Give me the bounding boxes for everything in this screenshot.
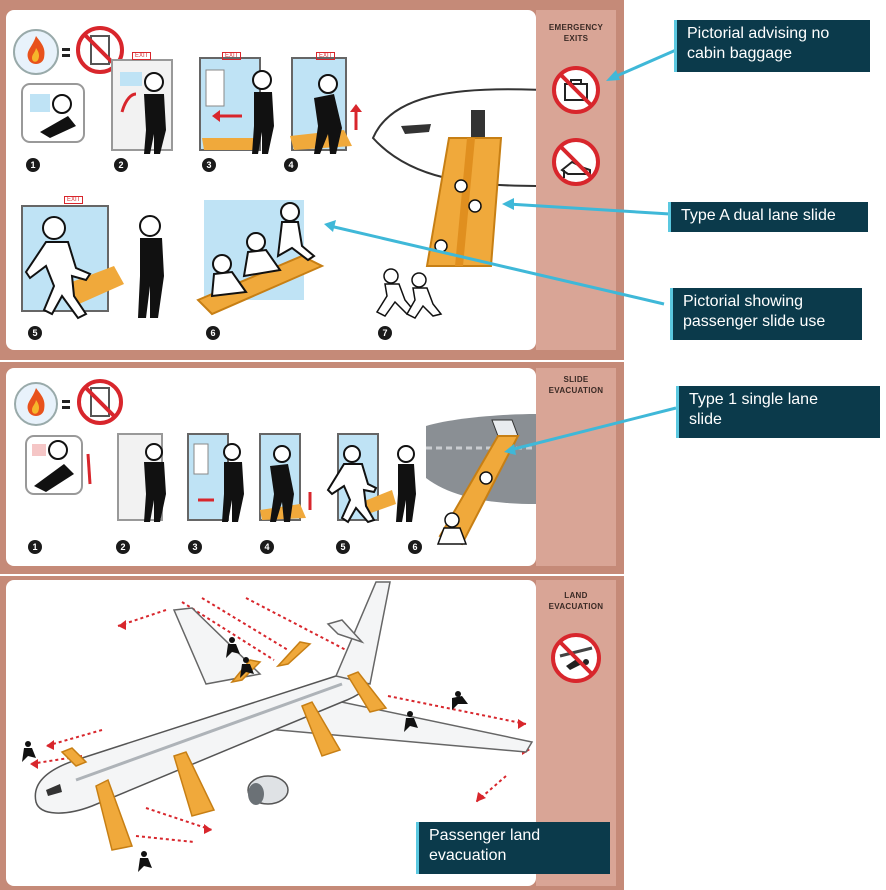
section-title: EMERGENCY EXITS — [536, 22, 616, 44]
step-number: 1 — [28, 540, 42, 554]
step-number: 4 — [284, 158, 298, 172]
step-2-picture — [117, 433, 166, 522]
step-3-picture — [187, 433, 244, 522]
callout-land-evacuation: Passenger land evacuation — [416, 822, 610, 874]
slide-evacuation-sidebar: SLIDE EVACUATION — [536, 368, 616, 566]
land-evacuation-panel — [6, 580, 536, 886]
callout-line: Pictorial showing — [683, 293, 804, 310]
callout-no-cabin-baggage: Pictorial advising no cabin baggage — [674, 20, 870, 72]
callout-line: Type A dual lane slide — [681, 207, 836, 224]
emergency-exits-panel: EXIT EXIT EXIT EXIT 1 2 3 4 5 6 7 — [6, 10, 536, 350]
callout-line: cabin baggage — [687, 45, 792, 62]
emergency-exits-sidebar: EMERGENCY EXITS — [536, 10, 616, 350]
step-1-picture — [25, 435, 92, 495]
callout-line: slide — [689, 411, 722, 428]
section-title-line: EXITS — [563, 34, 589, 43]
single-lane-slide-picture — [426, 414, 536, 546]
callout-passenger-slide-use: Pictorial showing passenger slide use — [670, 288, 862, 340]
no-slide-on-ground-icon — [551, 633, 601, 683]
section-title: SLIDE EVACUATION — [536, 374, 616, 396]
step-number: 6 — [206, 326, 220, 340]
step-5-picture — [21, 205, 164, 320]
no-high-heels-icon — [552, 138, 600, 186]
callout-line: Type 1 single lane — [689, 391, 818, 408]
step-number: 3 — [202, 158, 216, 172]
step-number: 2 — [114, 158, 128, 172]
step-3-picture — [199, 57, 274, 154]
dual-lane-slide-picture — [371, 88, 536, 319]
section-title-line: SLIDE — [563, 375, 589, 384]
section-title: LAND EVACUATION — [536, 590, 616, 612]
section-title-line: LAND — [564, 591, 588, 600]
step-number: 5 — [336, 540, 350, 554]
land-evacuation-card: LAND EVACUATION — [0, 576, 624, 890]
step-6-picture — [196, 200, 325, 316]
fire-equals-no-exit-icon — [14, 379, 123, 426]
exit-sign: EXIT — [222, 52, 242, 60]
step-1-picture — [21, 83, 85, 143]
callout-dual-lane-slide: Type A dual lane slide — [668, 202, 868, 232]
step-number: 2 — [116, 540, 130, 554]
land-evacuation-airplane-picture — [22, 581, 534, 872]
step-number: 5 — [28, 326, 42, 340]
step-5-picture — [326, 433, 416, 524]
step-number: 7 — [378, 326, 392, 340]
step-2-picture — [111, 59, 173, 154]
emergency-exits-card: EXIT EXIT EXIT EXIT 1 2 3 4 5 6 7 EMERGE… — [0, 0, 624, 360]
callout-line: Pictorial advising no — [687, 25, 830, 42]
step-number: 6 — [408, 540, 422, 554]
section-title-line: EMERGENCY — [548, 23, 604, 32]
section-title-line: EVACUATION — [548, 602, 604, 611]
step-number: 3 — [188, 540, 202, 554]
callout-line: evacuation — [429, 847, 507, 864]
exit-sign: EXIT — [316, 52, 336, 60]
section-title-line: EVACUATION — [548, 386, 604, 395]
slide-evacuation-card: 1 2 3 4 5 6 SLIDE EVACUATION — [0, 362, 624, 574]
step-4-picture — [259, 433, 312, 522]
exit-sign: EXIT — [132, 52, 152, 60]
step-number: 4 — [260, 540, 274, 554]
callout-single-lane-slide: Type 1 single lane slide — [676, 386, 880, 438]
slide-evacuation-panel: 1 2 3 4 5 6 — [6, 368, 536, 566]
no-baggage-icon — [552, 66, 600, 114]
exit-sign: EXIT — [64, 196, 84, 204]
callout-line: passenger slide use — [683, 313, 826, 330]
callout-line: Passenger land — [429, 827, 541, 844]
step-4-picture — [290, 57, 362, 154]
step-number: 1 — [26, 158, 40, 172]
